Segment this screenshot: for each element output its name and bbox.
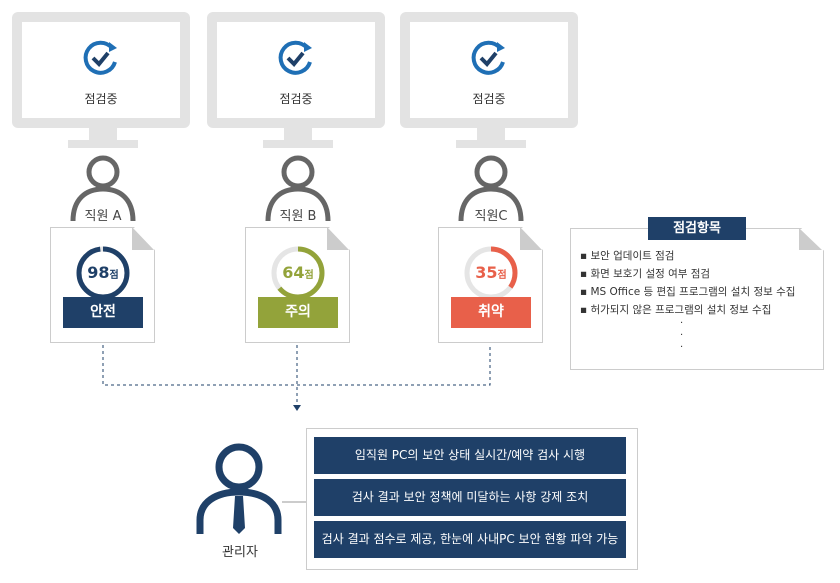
monitor-neck bbox=[284, 128, 312, 140]
checklist-title: 점검항목 bbox=[648, 217, 746, 240]
checklist-item: ▪ 화면 보호기 설정 여부 점검 bbox=[580, 268, 711, 280]
status-badge: 주의 bbox=[258, 297, 338, 328]
feature-bar: 검사 결과 점수로 제공, 한눈에 사내PC 보안 현황 파악 가능 bbox=[314, 521, 626, 558]
employee-name: 직원C bbox=[472, 209, 510, 224]
feature-bar: 검사 결과 보안 정책에 미달하는 사항 강제 조치 bbox=[314, 479, 626, 516]
admin-label: 관리자 bbox=[222, 545, 258, 560]
checklist-items: ▪ 보안 업데이트 점검 ▪ 화면 보호기 설정 여부 점검 ▪ MS Offi… bbox=[580, 247, 795, 319]
employee-icon bbox=[265, 155, 331, 222]
checking-icon bbox=[471, 40, 505, 75]
employee-name: 직원 B bbox=[277, 209, 319, 224]
employee-icon bbox=[458, 155, 524, 222]
admin-features-box bbox=[306, 428, 638, 570]
monitor-status: 점검중 bbox=[472, 92, 506, 106]
monitor-neck bbox=[89, 128, 117, 140]
monitor-status: 점검중 bbox=[84, 92, 118, 106]
score-arc bbox=[464, 246, 518, 300]
checking-icon bbox=[83, 40, 117, 75]
score-value: 64점 bbox=[282, 263, 314, 282]
status-badge: 안전 bbox=[63, 297, 143, 328]
monitor-base bbox=[263, 140, 333, 148]
monitor: 점검중 bbox=[400, 12, 578, 128]
monitor: 점검중 bbox=[12, 12, 190, 128]
monitor-base bbox=[456, 140, 526, 148]
monitor-status: 점검중 bbox=[279, 92, 313, 106]
checklist-box bbox=[570, 228, 824, 370]
more-dots: ··· bbox=[680, 318, 684, 353]
score-value: 35점 bbox=[475, 263, 507, 282]
score-value: 98점 bbox=[87, 263, 119, 282]
checklist-item: ▪ 보안 업데이트 점검 bbox=[580, 250, 675, 262]
status-badge: 취약 bbox=[451, 297, 531, 328]
feature-bar: 임직원 PC의 보안 상태 실시간/예약 검사 시행 bbox=[314, 437, 626, 474]
checking-icon bbox=[278, 40, 312, 75]
employee-icon bbox=[70, 155, 136, 222]
employee-name: 직원 A bbox=[82, 209, 124, 224]
checklist-item: ▪ 허가되지 않은 프로그램의 설치 정보 수집 bbox=[580, 304, 772, 316]
monitor-neck bbox=[477, 128, 505, 140]
admin-icon bbox=[196, 443, 282, 534]
monitor: 점검중 bbox=[207, 12, 385, 128]
monitor-base bbox=[68, 140, 138, 148]
checklist-item: ▪ MS Office 등 편집 프로그램의 설치 정보 수집 bbox=[580, 286, 796, 298]
